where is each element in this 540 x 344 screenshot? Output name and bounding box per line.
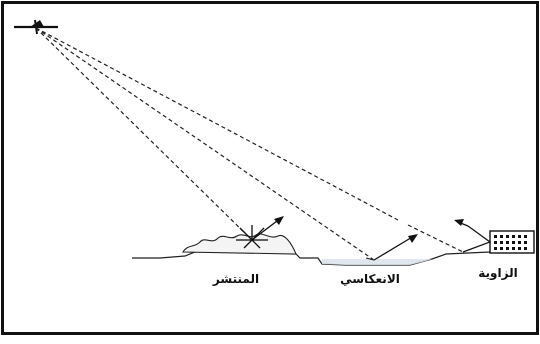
label-scatter: المنتشر xyxy=(212,272,259,286)
label-corner: الزاوية xyxy=(478,266,517,281)
label-reflect: الانعكاسي xyxy=(340,272,400,286)
